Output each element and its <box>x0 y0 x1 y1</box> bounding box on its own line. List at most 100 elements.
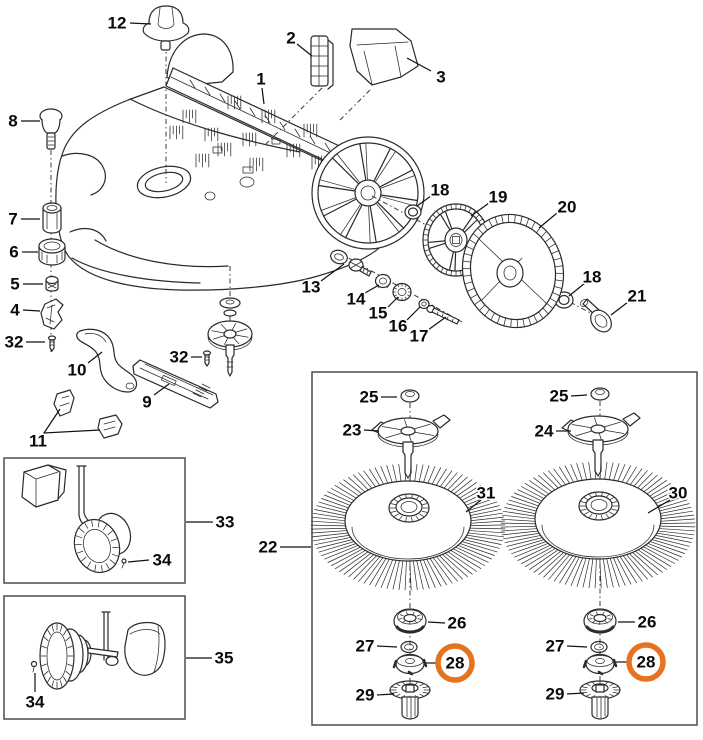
leader-line-12 <box>129 22 152 25</box>
inset-box-35 <box>3 595 186 720</box>
part-3-cover <box>349 28 419 86</box>
leader-line-14 <box>364 284 380 294</box>
part-label-32: 32 <box>170 348 189 367</box>
leader-line-19 <box>470 202 490 217</box>
part-30-brush <box>500 461 696 589</box>
leader-line-34 <box>127 559 150 563</box>
part-label-10: 10 <box>68 361 87 380</box>
leader-line-25 <box>570 394 588 397</box>
part-label-12: 12 <box>108 14 127 33</box>
part-23-impeller <box>371 414 451 479</box>
leader-line-30 <box>647 499 671 514</box>
inset-35-pouch <box>124 621 166 676</box>
part-12-knob <box>142 5 190 51</box>
part-29-plug <box>389 680 431 720</box>
main-exploded-view <box>38 5 612 439</box>
inset-35-roller <box>39 622 92 690</box>
part-label-29: 29 <box>546 685 565 704</box>
part-label-34: 34 <box>153 551 172 570</box>
part-label-23: 23 <box>343 421 362 440</box>
part-20-wheel <box>461 213 565 329</box>
part-label-26: 26 <box>448 614 467 633</box>
part-26-bearing <box>393 608 427 634</box>
leader-line-13 <box>320 263 345 282</box>
part-28-slotted-nut <box>582 653 618 676</box>
part-label-21: 21 <box>628 287 647 306</box>
leader-line-31 <box>465 499 482 513</box>
part-25-nut <box>590 387 610 401</box>
deck-wheel <box>311 136 425 250</box>
part-13-hubcap-bolt <box>330 249 372 277</box>
leader-line-16 <box>406 306 421 321</box>
leader-line-11 <box>42 408 101 434</box>
leader-line-29 <box>376 693 395 696</box>
part-15-gear-nut <box>392 282 412 302</box>
part-5-nut <box>45 275 59 292</box>
inset-box-22 <box>311 371 698 726</box>
inset-33-screw <box>121 558 127 569</box>
part-label-20: 20 <box>558 198 577 217</box>
leader-line-2 <box>296 43 313 57</box>
part-8-bolt <box>39 108 63 150</box>
part-label-14: 14 <box>347 290 366 309</box>
part-label-31: 31 <box>477 484 496 503</box>
part-label-17: 17 <box>410 327 429 346</box>
part-29-plug <box>579 680 621 720</box>
part-32-screw-left <box>47 335 57 352</box>
leader-line-21 <box>610 301 629 316</box>
part-label-15: 15 <box>369 304 388 323</box>
part-26-bearing <box>583 608 617 634</box>
part-label-25: 25 <box>360 388 379 407</box>
part-14-nut <box>374 273 392 289</box>
part-2-insert <box>310 35 334 90</box>
leader-line-20 <box>538 212 558 229</box>
part-label-33: 33 <box>216 513 235 532</box>
part-31-brush <box>310 463 506 591</box>
leader-line-18 <box>416 195 432 207</box>
part-label-29: 29 <box>356 686 375 705</box>
part-24-impeller <box>561 412 641 477</box>
part-27-washer <box>400 640 418 654</box>
part-label-9: 9 <box>142 393 151 412</box>
inset-33-roller <box>73 512 132 574</box>
part-label-28-highlighted: 28 <box>446 654 465 673</box>
inset-35-handle <box>87 611 119 667</box>
leader-line-17 <box>427 316 447 331</box>
leader-line-10 <box>87 351 103 364</box>
leader-line-1 <box>261 87 265 105</box>
leader-line-27 <box>376 645 398 648</box>
part-label-27: 27 <box>546 637 565 656</box>
part-label-30: 30 <box>669 484 688 503</box>
highlight-circle-28 <box>626 642 666 682</box>
part-label-32: 32 <box>5 333 24 352</box>
part-label-6: 6 <box>9 243 18 262</box>
part-21-bolt <box>580 298 612 333</box>
part-label-24: 24 <box>535 422 554 441</box>
brush-assembly-right <box>500 387 696 720</box>
leader-line-3 <box>406 57 432 72</box>
part-10-arm <box>76 328 138 393</box>
inset-35-contents <box>30 611 166 690</box>
part-16-nut <box>418 298 430 310</box>
leader-line-26 <box>427 621 446 624</box>
part-label-3: 3 <box>436 68 445 87</box>
inset-33-contents <box>21 464 132 574</box>
part-4-bracket <box>40 298 64 330</box>
part-9-rail <box>132 359 219 409</box>
part-label-27: 27 <box>356 637 375 656</box>
part-17-bolt <box>426 304 460 325</box>
part-27-washer <box>590 640 608 654</box>
part-label-2: 2 <box>286 29 295 48</box>
part-label-1: 1 <box>256 70 265 89</box>
part-32-screw-right <box>202 350 212 367</box>
part-label-7: 7 <box>8 210 17 229</box>
deck-impeller <box>207 297 253 377</box>
leader-line-9 <box>153 383 170 396</box>
part-label-18: 18 <box>583 268 602 287</box>
part-label-13: 13 <box>302 278 321 297</box>
leader-line-23 <box>363 429 380 432</box>
leader-line-15 <box>387 296 399 308</box>
part-label-25: 25 <box>550 387 569 406</box>
highlight-circle-28 <box>435 643 475 683</box>
part-label-4: 4 <box>10 301 20 320</box>
